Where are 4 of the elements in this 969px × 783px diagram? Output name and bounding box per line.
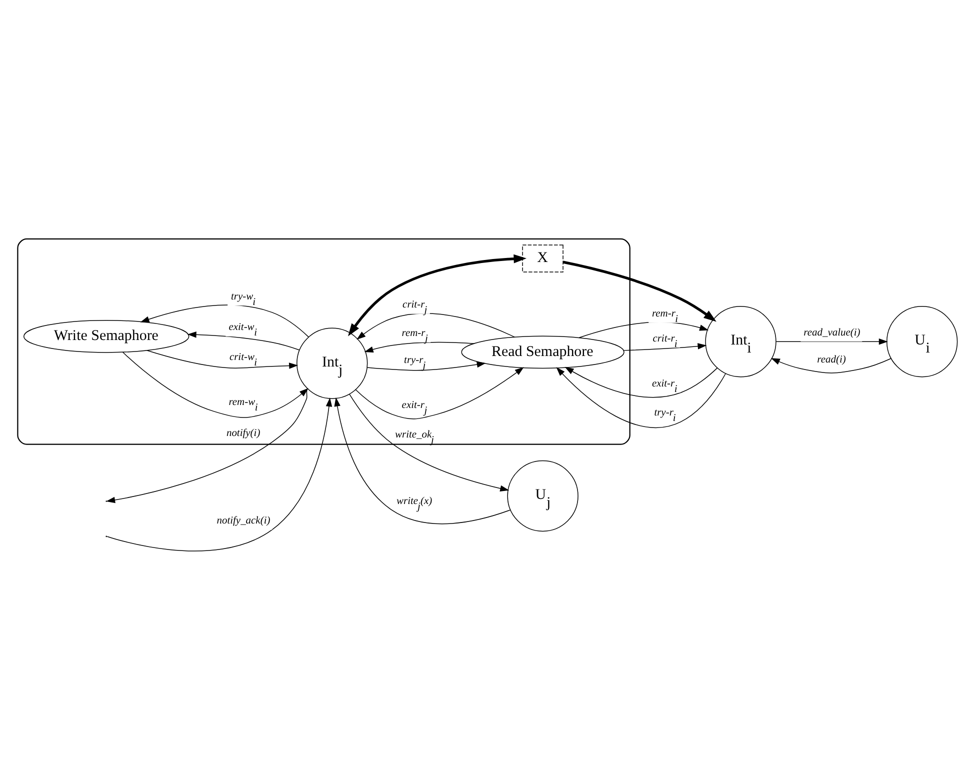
edge-label: notify(i)	[226, 427, 260, 438]
edge-label: read(i)	[817, 354, 846, 365]
edge-label: read_value(i)	[804, 326, 860, 338]
edge-label: notify_ack(i)	[216, 514, 270, 526]
